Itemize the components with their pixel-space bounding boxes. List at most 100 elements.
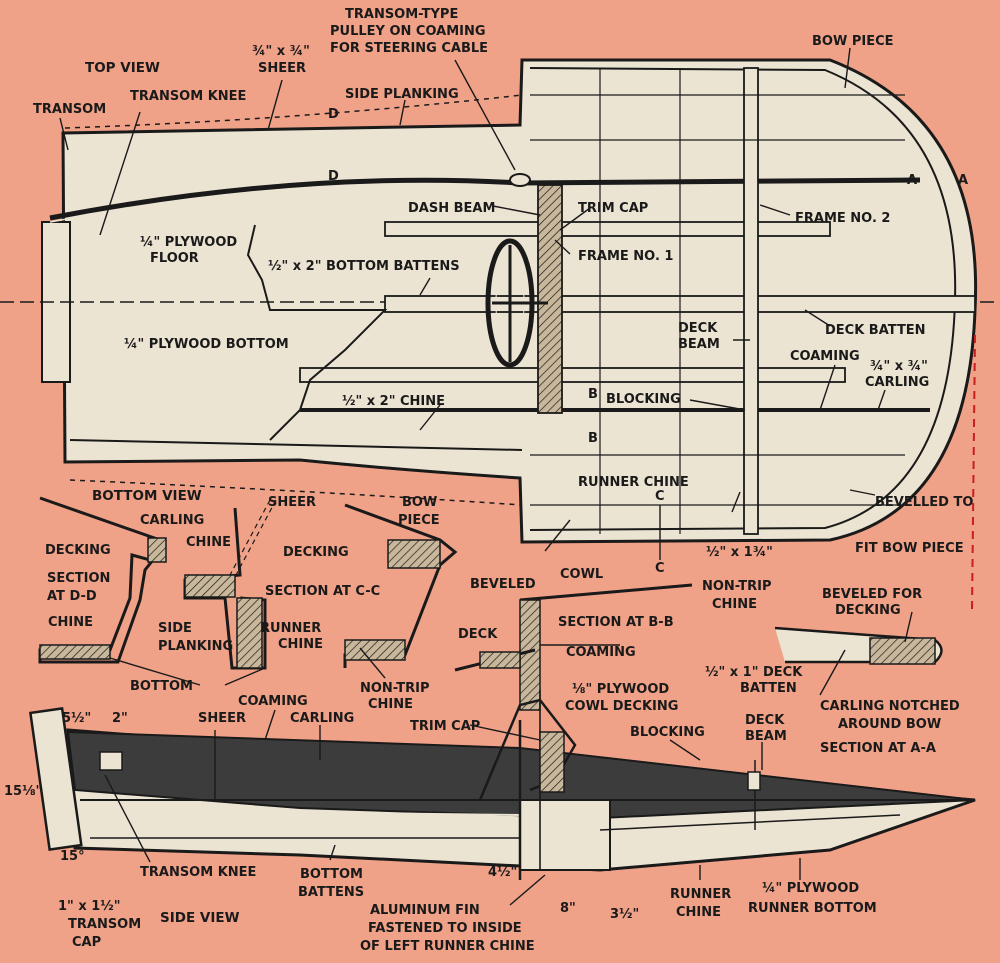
deck-beam-side-label-1: DECK (745, 713, 785, 728)
runner-chine-side-label-1: RUNNER (670, 887, 731, 902)
carling-section-label: CARLING (140, 513, 204, 528)
pulley-label-1: TRANSOM-TYPE (345, 7, 458, 22)
side-planking-label-1: SIDE (158, 621, 192, 636)
carling-label-top: CARLING (865, 375, 929, 390)
bevelled-label-1: BEVELLED TO (875, 495, 973, 510)
cowl-decking-label-2: COWL DECKING (565, 699, 678, 714)
decking-label-dd: DECKING (45, 543, 111, 558)
cowl-label: COWL (560, 567, 603, 582)
dim-5half-label: 5½" (62, 711, 91, 726)
cowl-decking-label-1: ⅛" PLYWOOD (572, 682, 669, 697)
section-cc-label: SECTION AT C-C (265, 584, 380, 599)
coaming-side-label: COAMING (238, 694, 308, 709)
deck-batten-sec-label-2: BATTEN (740, 681, 797, 696)
bow-piece-sec-label-2: PIECE (398, 513, 440, 528)
frame-no-2 (743, 67, 759, 535)
runner-bottom-label-2: RUNNER BOTTOM (748, 901, 877, 916)
mark-d-upper: D (328, 107, 339, 122)
section-c-c (183, 499, 277, 670)
carling-size-label: ¾" x ¾" (870, 359, 928, 374)
fin-label-2: FASTENED TO INSIDE (368, 921, 522, 936)
pulley-label-2: PULLEY ON COAMING (330, 24, 486, 39)
bottom-label: BOTTOM (130, 679, 193, 694)
transom-label: TRANSOM (33, 102, 106, 117)
transom-cap-label-3: CAP (72, 935, 101, 950)
transom-knee-label: TRANSOM KNEE (130, 89, 246, 104)
bow-piece-sec-label-1: BOW (402, 495, 437, 510)
beveled-for-label-1: BEVELED FOR (822, 587, 922, 602)
mark-d-lower: D (328, 169, 339, 184)
red-leader (971, 334, 976, 611)
side-view (29, 690, 976, 880)
pulley-label-3: FOR STEERING CABLE (330, 41, 488, 56)
mark-c-lower: C (655, 561, 665, 576)
dim-2-label: 2" (112, 711, 128, 726)
carling-notched-label-1: CARLING NOTCHED (820, 699, 960, 714)
mark-a-2: A (958, 173, 968, 188)
plywood-bottom-label: ¼" PLYWOOD BOTTOM (124, 337, 289, 352)
transom-side (29, 707, 83, 851)
pulley (509, 173, 531, 187)
mark-b-lower: B (588, 431, 598, 446)
transom-cap-label-2: TRANSOM (68, 917, 141, 932)
decking-label-bow: DECKING (283, 545, 349, 560)
bottom-battens-side-label-1: BOTTOM (300, 867, 363, 882)
dim-3half-label: 3½" (610, 907, 639, 922)
side-planking-label: SIDE PLANKING (345, 87, 459, 102)
section-bow (343, 503, 458, 668)
trim-cap-side-label: TRIM CAP (410, 719, 480, 734)
bottom-battens-side-label-2: BATTENS (298, 885, 364, 900)
frame-no-1-label: FRAME NO. 1 (578, 249, 673, 264)
non-trip-label-3: CHINE (712, 597, 757, 612)
side-planking-label-2: PLANKING (158, 639, 233, 654)
coaming-label-bb: COAMING (566, 645, 636, 660)
chine-label-top: ½" x 2" CHINE (342, 394, 445, 409)
chine-label-cc: CHINE (186, 535, 231, 550)
bow-piece-label: BOW PIECE (812, 34, 894, 49)
deck-beam-label-2: BEAM (678, 337, 720, 352)
section-a-a (774, 626, 943, 665)
fin-label-3: OF LEFT RUNNER CHINE (360, 939, 535, 954)
bottom-battens-label: ½" x 2" BOTTOM BATTENS (268, 259, 460, 274)
plywood-floor-label-2: FLOOR (150, 251, 199, 266)
frame-no-1 (537, 184, 563, 414)
blocking-side-label: BLOCKING (630, 725, 705, 740)
dim-15deg-label: 15° (60, 849, 85, 864)
deck-beam-label-1: DECK (678, 321, 718, 336)
runner-chine-side-label-2: CHINE (676, 905, 721, 920)
carling-notched-label-2: AROUND BOW (838, 717, 941, 732)
beveled-label: BEVELED (470, 577, 536, 592)
sheer-size-label: ¾" x ¾" (252, 44, 310, 59)
fin-label-1: ALUMINUM FIN (370, 903, 480, 918)
sheer-top (49, 177, 921, 221)
transom-knee-side-label: TRANSOM KNEE (140, 865, 256, 880)
runner-chine-cc-label-1: RUNNER (260, 621, 321, 636)
labels: TOP VIEW TRANSOM-TYPE PULLEY ON COAMING … (4, 7, 973, 954)
mark-b-upper: B (588, 387, 598, 402)
top-view-title: TOP VIEW (85, 60, 160, 76)
frame-no-2-label: FRAME NO. 2 (795, 211, 890, 226)
runner-chine-cc-label-2: CHINE (278, 637, 323, 652)
deck-beam-side-label-2: BEAM (745, 729, 787, 744)
bottom-view-title: BOTTOM VIEW (92, 488, 202, 504)
side-planking-line (64, 94, 523, 129)
deck-batten-sec-label-1: ½" x 1" DECK (705, 665, 803, 680)
sheer-side-label: SHEER (198, 711, 246, 726)
dash-beam-label: DASH BEAM (408, 201, 495, 216)
non-trip-sec-label-2: CHINE (368, 697, 413, 712)
trim-cap-label: TRIM CAP (578, 201, 648, 216)
dim-8-label: 8" (560, 901, 576, 916)
top-view (0, 58, 1000, 611)
runner-bottom-label-1: ¼" PLYWOOD (762, 881, 859, 896)
section-dd-label-1: SECTION (47, 571, 110, 586)
bevelled-label-2: FIT BOW PIECE (855, 541, 964, 556)
non-trip-sec-label-1: NON-TRIP (360, 681, 430, 696)
beveled-for-label-2: DECKING (835, 603, 901, 618)
section-d-d (38, 496, 167, 664)
non-trip-label-2: NON-TRIP (702, 579, 772, 594)
floor-cut-edge (246, 224, 388, 441)
dim-4half-label: 4½" (488, 865, 517, 880)
chine-label-dd: CHINE (48, 615, 93, 630)
